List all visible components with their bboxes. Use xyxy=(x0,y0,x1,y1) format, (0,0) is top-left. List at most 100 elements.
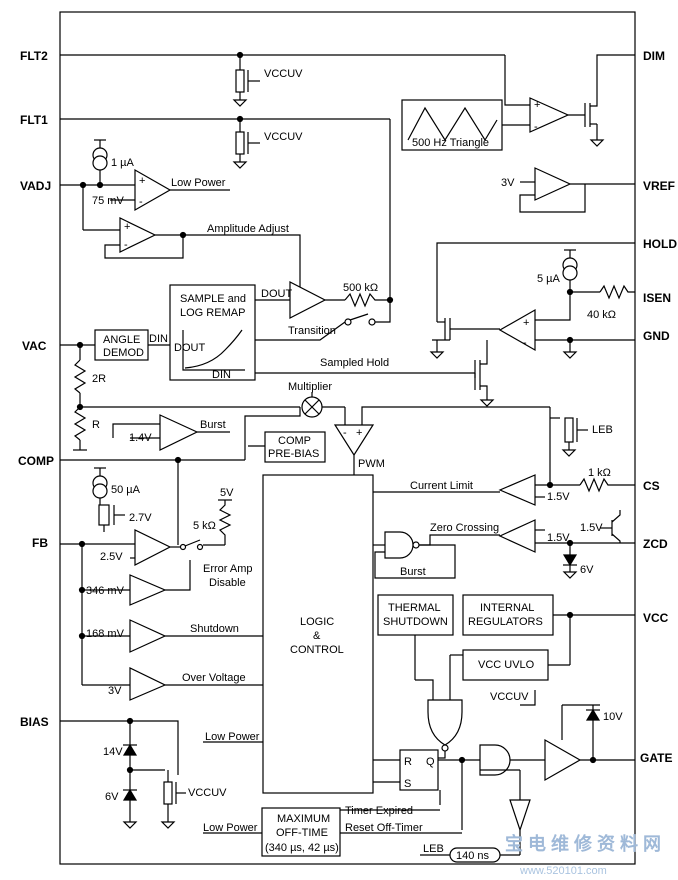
maxoff-label-3: (340 µs, 42 µs) xyxy=(265,842,339,854)
v15-zcd-label: 1.5V xyxy=(547,532,570,544)
internal-label-2: REGULATORS xyxy=(468,616,543,628)
r5k-label: 5 kΩ xyxy=(193,520,216,532)
angle-block xyxy=(60,329,475,451)
thermal-label-1: THERMAL xyxy=(388,602,441,614)
vref-3v-label: 3V xyxy=(501,177,515,189)
din-label-block: DIN xyxy=(212,369,231,381)
multiplier-label: Multiplier xyxy=(288,381,332,393)
error-amp-label-1: Error Amp xyxy=(203,563,253,575)
v27-label: 2.7V xyxy=(129,512,152,524)
plus-gnd: + xyxy=(523,317,529,329)
maxoff-label-1: MAXIMUM xyxy=(277,813,330,825)
vadj-section xyxy=(60,139,310,299)
thermal-label-2: SHUTDOWN xyxy=(383,616,448,628)
logic-label-2: & xyxy=(313,630,321,642)
v5-label: 5V xyxy=(220,487,234,499)
r40k-label: 40 kΩ xyxy=(587,309,616,321)
minus-vadj2: - xyxy=(124,239,128,251)
burst-label-2: Burst xyxy=(400,566,426,578)
logic-label-1: LOGIC xyxy=(300,616,334,628)
pin-flt2: FLT2 xyxy=(20,49,48,63)
low-power-label-1: Low Power xyxy=(171,177,226,189)
comp-pre-label-2: PRE-BIAS xyxy=(268,448,319,460)
zero-crossing-label: Zero Crossing xyxy=(430,522,499,534)
over-voltage-label: Over Voltage xyxy=(182,672,246,684)
plus-pwm: + xyxy=(356,427,362,439)
comp-pre-label-1: COMP xyxy=(278,435,311,447)
v15-cs-label: 1.5V xyxy=(547,491,570,503)
logic-control-block xyxy=(262,474,374,794)
minus-sign-dim: - xyxy=(534,121,538,133)
maxoff-block xyxy=(261,807,341,857)
plus-vadj2: + xyxy=(124,221,130,233)
vref-section xyxy=(519,167,635,213)
shutdown-label: Shutdown xyxy=(190,623,239,635)
leb-label-2: LEB xyxy=(423,843,444,855)
hold-gnd-section xyxy=(429,242,635,407)
error-amp-label-2: Disable xyxy=(209,577,246,589)
latch-s-label: S xyxy=(404,778,411,790)
maxoff-label-2: OFF-TIME xyxy=(276,827,328,839)
triangle-block-label: 500 Hz Triangle xyxy=(412,137,489,149)
dim-section xyxy=(401,54,635,151)
sampled-hold-label: Sampled Hold xyxy=(320,357,389,369)
vcc-section xyxy=(377,594,635,775)
pwm-label: PWM xyxy=(358,458,385,470)
i1ua-label: 1 µA xyxy=(111,157,135,169)
pin-flt1: FLT1 xyxy=(20,113,48,127)
bias-section xyxy=(60,720,186,829)
sample-block xyxy=(169,281,391,381)
minus-pwm: - xyxy=(343,427,347,439)
v14z-label: 14V xyxy=(103,746,123,758)
dout-label-block: DOUT xyxy=(174,342,205,354)
logic-label-3: CONTROL xyxy=(290,644,344,656)
r1k-label: 1 kΩ xyxy=(588,467,611,479)
flt2-net xyxy=(60,54,530,107)
v14-label: 1.4V xyxy=(129,432,152,444)
pin-comp: COMP xyxy=(18,454,54,468)
r2r-label: 2R xyxy=(92,373,106,385)
multiplier xyxy=(301,392,550,475)
v10-label: 10V xyxy=(603,711,623,723)
vccuv-label-1: VCCUV xyxy=(264,68,303,80)
leb-label-1: LEB xyxy=(592,424,613,436)
internal-label-1: INTERNAL xyxy=(480,602,534,614)
cs-section xyxy=(498,407,635,506)
v168-label: 168 mV xyxy=(86,628,125,640)
pin-gate: GATE xyxy=(640,751,672,765)
v25-label: 2.5V xyxy=(100,551,123,563)
vccuv-label-4: VCCUV xyxy=(188,787,227,799)
v75mv-label: 75 mV xyxy=(92,195,124,207)
sample-label-2: LOG REMAP xyxy=(180,307,245,319)
watermark-url: www.520101.com xyxy=(519,865,607,877)
pin-gnd: GND xyxy=(643,329,670,343)
r500k-label: 500 kΩ xyxy=(343,282,378,294)
pin-vref: VREF xyxy=(643,179,675,193)
i5ua-label: 5 µA xyxy=(537,273,561,285)
pin-dim: DIM xyxy=(643,49,665,63)
pin-fb: FB xyxy=(32,536,48,550)
latch-q-label: Q xyxy=(426,756,435,768)
logic-io-lines xyxy=(203,491,500,743)
transition-label: Transition xyxy=(288,325,336,337)
zcd-section xyxy=(498,510,635,579)
rr-label: R xyxy=(92,419,100,431)
current-limit-label: Current Limit xyxy=(410,480,473,492)
angle-label-2: DEMOD xyxy=(103,347,144,359)
vccuv-label-2: VCCUV xyxy=(264,131,303,143)
pin-vcc: VCC xyxy=(643,611,669,625)
plus-vadj1: + xyxy=(139,175,145,187)
burst-comp xyxy=(60,407,326,545)
pin-isen: ISEN xyxy=(643,291,671,305)
low-power-label-3: Low Power xyxy=(203,822,258,834)
vccuv-label-3: VCCUV xyxy=(490,691,529,703)
gate-section xyxy=(340,704,635,856)
pin-hold: HOLD xyxy=(643,237,677,251)
v15-zcd-label-2: 1.5V xyxy=(580,522,603,534)
v6-zcd-label: 6V xyxy=(580,564,594,576)
sample-label-1: SAMPLE and xyxy=(180,293,246,305)
leb-pill xyxy=(420,847,501,863)
pin-zcd: ZCD xyxy=(643,537,668,551)
fb-section xyxy=(60,467,265,701)
